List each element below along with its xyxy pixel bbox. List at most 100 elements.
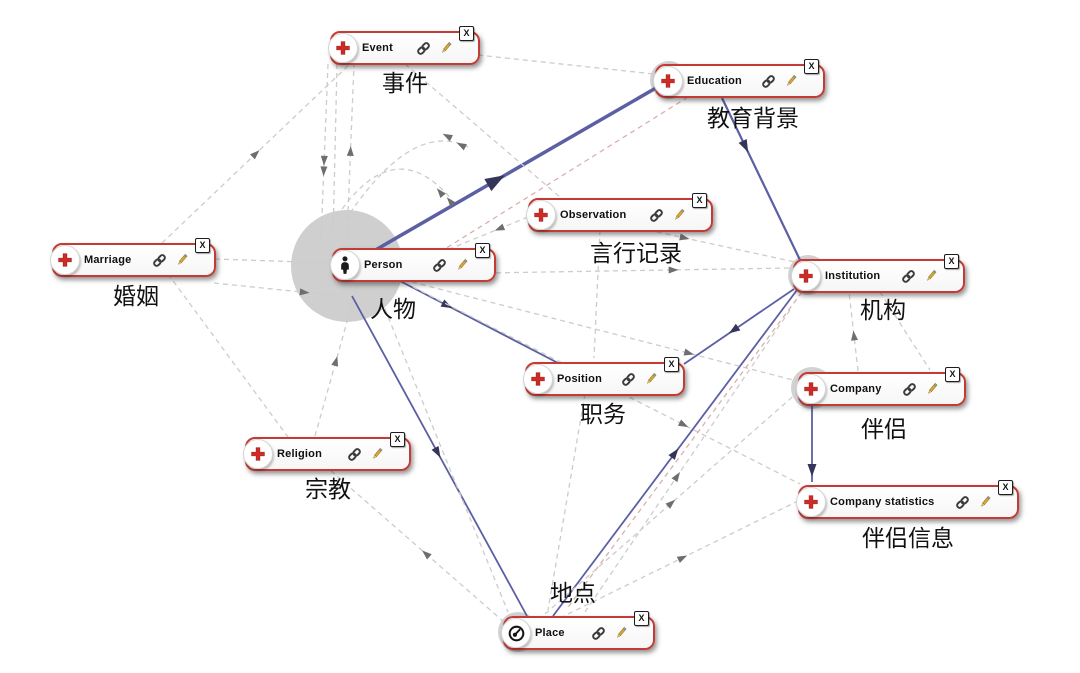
edge-person-place-parallel [377, 291, 509, 613]
annotation-place: 地点 [550, 581, 596, 606]
close-icon[interactable]: X [664, 357, 679, 372]
edit-icon[interactable] [977, 494, 993, 510]
edge-person-company [411, 281, 798, 382]
link-icon[interactable] [431, 257, 448, 274]
close-icon[interactable]: X [998, 480, 1013, 495]
edge-position-place [547, 393, 586, 611]
link-icon[interactable] [151, 252, 168, 269]
add-icon[interactable] [526, 200, 556, 230]
link-icon[interactable] [760, 73, 777, 90]
node-observation-label: Observation [560, 209, 627, 221]
close-icon[interactable]: X [459, 26, 474, 41]
edit-icon[interactable] [671, 207, 687, 223]
edge-person-arc-1-arrow [442, 133, 453, 142]
edge-education-institution [721, 97, 801, 261]
add-icon[interactable] [653, 66, 683, 96]
edit-icon[interactable] [923, 268, 939, 284]
annotation-company-statistics: 伴侣信息 [862, 526, 954, 551]
node-marriage[interactable]: Marriage X [50, 238, 216, 277]
edit-icon[interactable] [643, 371, 659, 387]
edge-place-institution-dash [584, 309, 791, 613]
annotation-institution: 机构 [860, 298, 906, 323]
edit-icon[interactable] [454, 257, 470, 273]
add-icon[interactable] [796, 487, 826, 517]
node-marriage-label: Marriage [84, 254, 132, 266]
edge-institution-company-2 [879, 291, 931, 371]
link-icon[interactable] [954, 494, 971, 511]
edge-marriage-event-arrow [250, 150, 260, 160]
node-institution[interactable]: Institution X [791, 254, 965, 293]
edge-education-person-acc [431, 96, 689, 258]
edge-person-institution [423, 267, 792, 275]
node-position[interactable]: Position X [523, 357, 685, 396]
edge-person-education-arrow [484, 175, 505, 192]
close-icon[interactable]: X [945, 367, 960, 382]
add-icon[interactable] [50, 245, 80, 275]
close-icon[interactable]: X [390, 432, 405, 447]
edge-event-person-c [332, 63, 338, 239]
edit-icon[interactable] [613, 625, 629, 641]
node-position-label: Position [557, 373, 602, 385]
edge-place-company [544, 391, 799, 615]
edge-place-company-arrow [665, 499, 676, 509]
edit-icon[interactable] [783, 73, 799, 89]
edge-person-position [399, 280, 559, 364]
add-icon[interactable] [791, 261, 821, 291]
node-place-label: Place [535, 627, 565, 639]
annotation-person: 人物 [370, 297, 416, 322]
node-person-label: Person [364, 259, 403, 271]
close-icon[interactable]: X [634, 611, 649, 626]
close-icon[interactable]: X [804, 59, 819, 74]
close-icon[interactable]: X [692, 193, 707, 208]
edit-icon[interactable] [369, 446, 385, 462]
edge-marriage-person-2 [213, 282, 341, 297]
edge-institution-place-acc [565, 291, 803, 611]
link-icon[interactable] [648, 207, 665, 224]
edge-institution-position-arrow [728, 323, 741, 334]
node-institution-label: Institution [825, 270, 881, 282]
edge-company-companystats-arrow [807, 463, 817, 477]
close-icon[interactable]: X [944, 254, 959, 269]
close-icon[interactable]: X [195, 238, 210, 253]
edge-observation-position [593, 229, 601, 359]
edge-religion-person [314, 285, 358, 437]
edge-person-event-b-arrow [346, 146, 354, 157]
node-place[interactable]: Place X [501, 611, 655, 650]
node-company-statistics[interactable]: Company statistics X [796, 480, 1019, 519]
edge-marriage-person [214, 258, 334, 264]
place-icon[interactable] [501, 618, 531, 648]
add-icon[interactable] [328, 33, 358, 63]
link-icon[interactable] [900, 268, 917, 285]
node-event[interactable]: Event X [328, 26, 480, 65]
edge-person-position-arrow [440, 299, 453, 309]
annotation-company: 伴侣 [861, 417, 907, 442]
add-icon[interactable] [243, 439, 273, 469]
link-icon[interactable] [901, 381, 918, 398]
close-icon[interactable]: X [475, 243, 490, 258]
node-observation[interactable]: Observation X [526, 193, 713, 232]
edge-education-institution-arrow [738, 138, 749, 153]
node-person[interactable]: Person X [330, 243, 496, 282]
edge-observation-institution-arrow [679, 233, 690, 241]
edge-person-event-b [346, 63, 355, 239]
node-religion[interactable]: Religion X [243, 432, 411, 471]
link-icon[interactable] [590, 625, 607, 642]
edit-icon[interactable] [438, 40, 454, 56]
link-icon[interactable] [620, 371, 637, 388]
person-icon[interactable] [330, 250, 360, 280]
node-religion-label: Religion [277, 448, 322, 460]
edge-person-arc-2-arrow [446, 197, 456, 208]
link-icon[interactable] [415, 40, 432, 57]
add-icon[interactable] [796, 374, 826, 404]
node-education[interactable]: Education X [653, 59, 825, 98]
edge-religion-person-arrow [331, 356, 339, 367]
link-icon[interactable] [346, 446, 363, 463]
edge-person-institution-arrow [668, 266, 679, 274]
edit-icon[interactable] [924, 381, 940, 397]
node-company[interactable]: Company X [796, 367, 966, 406]
edit-icon[interactable] [174, 252, 190, 268]
edge-person-arc-1 [339, 140, 469, 229]
edge-person-place-arrow [431, 445, 441, 458]
add-icon[interactable] [523, 364, 553, 394]
edge-marriage-religion [167, 273, 289, 438]
